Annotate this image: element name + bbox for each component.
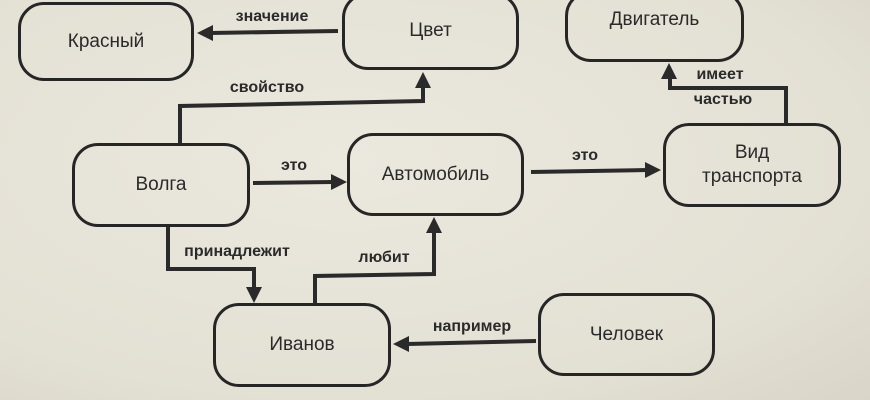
edge-eto-2 <box>530 168 649 174</box>
edge-label-svoystvo: свойство <box>229 79 305 96</box>
node-label: Двигатель <box>609 9 700 30</box>
node-label: Красный <box>67 30 145 52</box>
edge-prinadlezhit <box>166 226 256 290</box>
node-vid-transporta: Вид транспорта <box>663 123 841 207</box>
arrowhead-znachenie <box>197 25 213 41</box>
arrowhead-svoystvo <box>415 72 431 88</box>
node-label: Иванов <box>269 334 335 355</box>
edge-label-chastyu: частью <box>693 91 753 108</box>
arrowhead-naprimer <box>393 336 409 352</box>
node-dvigatel: Двигатель <box>565 0 744 62</box>
arrowhead-prinadlezhit <box>246 287 262 303</box>
node-krasny: Красный <box>18 2 194 81</box>
edge-naprimer <box>406 339 537 346</box>
edge-label-eto-2: это <box>571 147 599 164</box>
arrowhead-lyubit <box>426 217 442 233</box>
edge-label-naprimer: например <box>432 318 512 335</box>
edge-label-imeet: имеет <box>696 66 744 83</box>
node-chelovek: Человек <box>538 293 715 376</box>
node-volga: Волга <box>72 143 250 227</box>
node-label: Человек <box>589 323 664 345</box>
node-label: Волга <box>135 174 187 195</box>
edge-lyubit <box>313 230 436 303</box>
edge-label-eto-1: это <box>280 157 308 174</box>
arrowhead-imeet-chastyu <box>661 63 677 79</box>
edge-svoystvo <box>178 86 425 143</box>
node-ivanov: Иванов <box>213 303 391 387</box>
edge-label-lyubit: любит <box>358 249 410 266</box>
edge-label-znachenie: значение <box>235 8 309 25</box>
node-label-line-2: транспорта <box>702 166 802 187</box>
node-label: Цвет <box>409 20 452 41</box>
arrowhead-eto-2 <box>645 162 661 178</box>
edge-imeet-chastyu <box>668 76 788 123</box>
node-tsvet: Цвет <box>342 0 519 70</box>
node-avtomobil: Автомобиль <box>347 133 524 216</box>
node-label-line-1: Вид <box>734 142 770 163</box>
edge-eto-1 <box>252 180 334 185</box>
arrowhead-eto-1 <box>331 174 347 190</box>
edge-label-prinadlezhit: принадлежит <box>184 243 290 260</box>
edge-znachenie <box>209 29 339 35</box>
node-label: Автомобиль <box>381 163 490 185</box>
